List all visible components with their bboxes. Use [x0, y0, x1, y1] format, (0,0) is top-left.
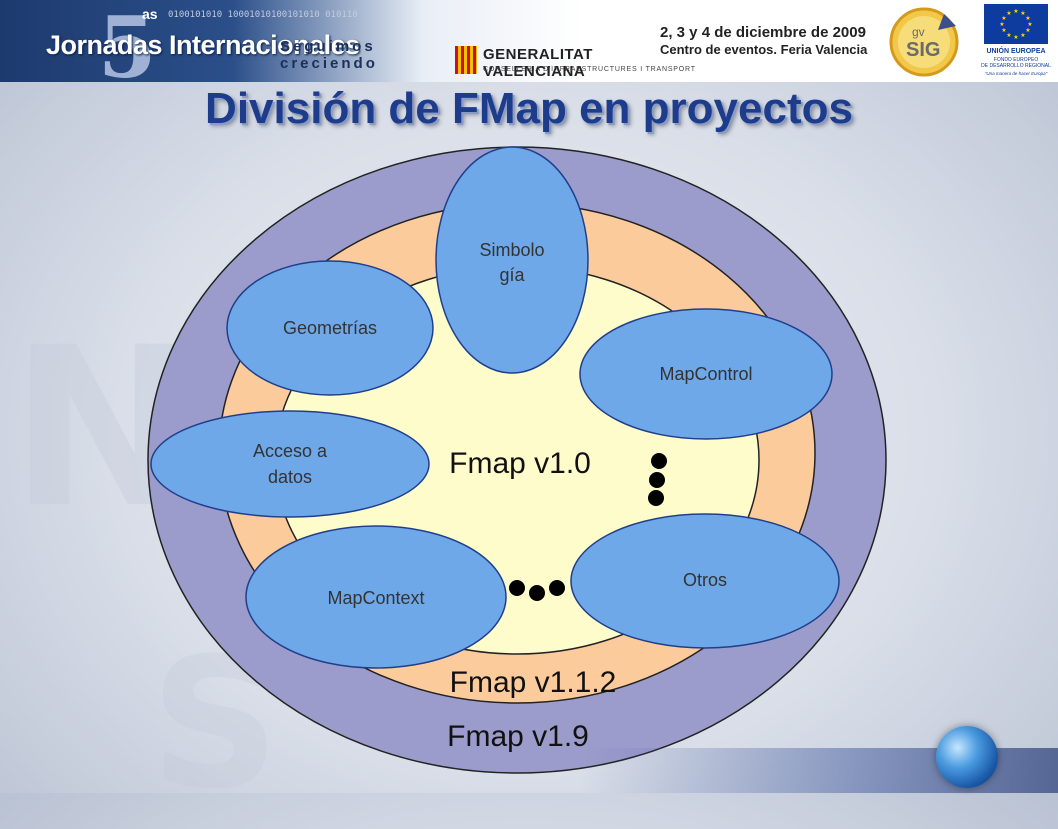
- svg-text:★: ★: [1001, 27, 1006, 34]
- module-geometrias-label: Geometrías: [283, 318, 377, 338]
- svg-text:★: ★: [1025, 15, 1030, 22]
- logo-five: 5: [98, 0, 157, 97]
- module-acceso-line2: datos: [268, 467, 312, 487]
- svg-text:★: ★: [1006, 10, 1011, 17]
- gvsig-logo: gv SIG: [889, 7, 959, 77]
- jornadas-logo: 0100101010 10001010100101010 010110 5 as…: [8, 0, 438, 97]
- eu-fund-line2: DE DESARROLLO REGIONAL: [981, 63, 1051, 69]
- label-fmap-v1-1-2: Fmap v1.1.2: [450, 666, 617, 699]
- svg-text:★: ★: [1013, 34, 1018, 41]
- module-mapcontext-label: MapContext: [327, 588, 424, 608]
- module-simbologia-line2: gía: [499, 265, 525, 285]
- generalitat-dept: CONSELLERIA D'INFRAESTRUCTURES I TRANSPO…: [483, 66, 696, 73]
- module-simbologia: Simbolo gía: [435, 146, 589, 374]
- module-simbologia-line1: Simbolo: [479, 240, 544, 260]
- event-place: Centro de eventos. Feria Valencia: [660, 42, 868, 57]
- eu-logo: ★★★ ★★★ ★★★ ★★★ UNIÓN EUROPEA FONDO EURO…: [978, 2, 1054, 80]
- svg-text:★: ★: [1027, 21, 1032, 28]
- fmap-diagram: Fmap v1.0 Fmap v1.1.2 Fmap v1.9 Simbolo …: [147, 146, 887, 774]
- module-otros-label: Otros: [683, 570, 727, 590]
- svg-text:★: ★: [1020, 10, 1025, 17]
- logo-title: Jornadas Internacionales: [46, 30, 360, 60]
- header-banner: 0100101010 10001010100101010 010110 5 as…: [0, 0, 1058, 97]
- svg-text:★: ★: [1001, 15, 1006, 22]
- logo-tagline: Seguimos creciendo: [280, 38, 378, 72]
- generalitat-logo: GENERALITAT VALENCIANA CONSELLERIA D'INF…: [455, 44, 695, 80]
- svg-text:★: ★: [1025, 27, 1030, 34]
- module-geometrias: Geometrías: [226, 260, 434, 396]
- ellipsis-vertical: [648, 453, 667, 506]
- svg-text:★: ★: [1020, 32, 1025, 39]
- module-otros: Otros: [570, 513, 840, 649]
- svg-text:★: ★: [999, 21, 1004, 28]
- label-fmap-v1-0: Fmap v1.0: [449, 447, 591, 480]
- svg-text:★: ★: [1013, 8, 1018, 15]
- module-mapcontext: MapContext: [245, 525, 507, 669]
- eu-motto: "Una manera de hacer Europa": [984, 71, 1048, 76]
- ellipsis-horizontal: [509, 580, 565, 601]
- generalitat-name: GENERALITAT VALENCIANA: [483, 46, 593, 80]
- eu-fund: FONDO EUROPEO DE DESARROLLO REGIONAL: [978, 57, 1054, 69]
- label-fmap-v1-9: Fmap v1.9: [447, 720, 589, 753]
- gvsig-prefix: gv: [912, 25, 925, 39]
- eu-name: UNIÓN EUROPEA: [986, 48, 1046, 55]
- generalitat-flag-icon: [455, 46, 477, 74]
- event-date: 2, 3 y 4 de diciembre de 2009: [660, 24, 866, 41]
- eu-flag-icon: ★★★ ★★★ ★★★ ★★★: [984, 4, 1048, 44]
- binary-decoration: 0100101010 10001010100101010 010110: [168, 10, 358, 20]
- globe-icon: [936, 726, 998, 788]
- module-acceso-line1: Acceso a: [253, 441, 328, 461]
- gvsig-main: SIG: [906, 39, 940, 61]
- logo-ordinal: as: [142, 6, 158, 22]
- eu-fund-line1: FONDO EUROPEO: [993, 57, 1039, 63]
- module-mapcontrol: MapControl: [579, 308, 833, 440]
- module-acceso-datos: Acceso a datos: [150, 410, 430, 518]
- page-title: División de FMap en proyectos: [205, 84, 853, 133]
- svg-text:★: ★: [1006, 32, 1011, 39]
- module-mapcontrol-label: MapControl: [659, 364, 752, 384]
